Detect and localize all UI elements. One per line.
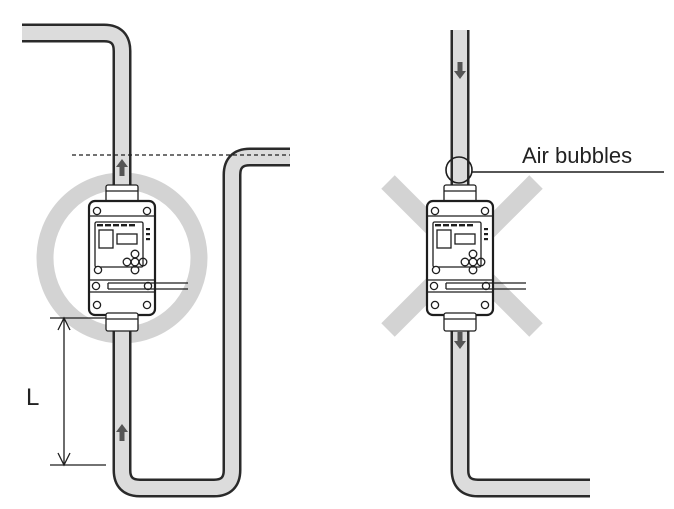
outlet-pipe-u — [112, 147, 290, 498]
inlet-pipe-top — [22, 23, 132, 196]
incorrect-install-group: Air bubbles — [381, 30, 664, 498]
outlet-pipe-bend — [450, 316, 590, 498]
air-bubbles-label: Air bubbles — [522, 143, 632, 168]
length-dimension — [50, 316, 106, 467]
correct-install-group: L — [22, 23, 290, 498]
length-label: L — [26, 384, 39, 411]
air-bubble-circle — [445, 156, 473, 184]
